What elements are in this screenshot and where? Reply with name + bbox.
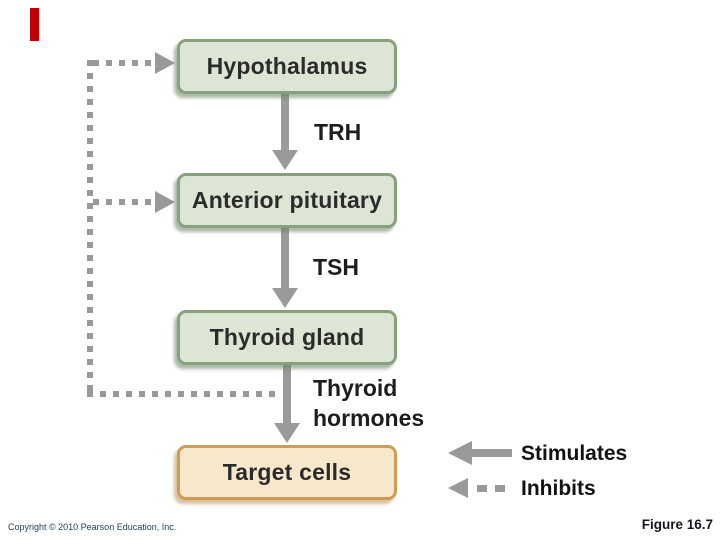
figure-number-label: Figure 16.7 (641, 517, 713, 532)
node-target-cells: Target cells (177, 445, 397, 500)
feedback-dashed-line-to-hypothalamus (93, 60, 155, 66)
feedback-dashed-line-to-anterior-pituitary (93, 199, 155, 205)
red-accent-bar (30, 8, 39, 41)
legend-solid-arrow-icon (448, 441, 472, 465)
dashed-arrowhead-anterior-pituitary-icon (155, 191, 175, 213)
node-target-cells-label: Target cells (222, 459, 352, 485)
legend-dash-segment (495, 485, 505, 492)
arrowhead-down-icon (272, 150, 298, 170)
legend-solid-arrow-shaft (470, 449, 512, 457)
arrow-thyroid-gland-to-target-cells (283, 361, 291, 424)
node-thyroid-gland: Thyroid gland (177, 310, 397, 365)
node-thyroid-gland-label: Thyroid gland (209, 324, 365, 350)
hormone-label-trh: TRH (314, 119, 362, 145)
node-hypothalamus: Hypothalamus (177, 39, 397, 94)
hormone-label-thyroid-hormones: Thyroid hormones (313, 375, 425, 431)
node-anterior-pituitary-label: Anterior pituitary (191, 187, 383, 213)
dashed-arrowhead-hypothalamus-icon (155, 52, 175, 74)
arrow-anterior-pituitary-to-thyroid-gland (281, 226, 289, 289)
copyright-text: Copyright © 2010 Pearson Education, Inc. (8, 522, 177, 532)
legend-stimulates-label: Stimulates (521, 442, 628, 465)
legend-inhibits-label: Inhibits (521, 477, 596, 500)
arrowhead-down-icon (274, 423, 300, 443)
node-anterior-pituitary: Anterior pituitary (177, 173, 397, 228)
legend-dash-segment (477, 485, 487, 492)
arrowhead-down-icon (272, 288, 298, 308)
legend-dashed-arrow-icon (448, 478, 468, 498)
node-hypothalamus-label: Hypothalamus (206, 53, 368, 79)
feedback-dashed-line-from-thyroid-hormones (87, 391, 280, 397)
hormone-label-tsh: TSH (313, 254, 359, 280)
feedback-dashed-line-vertical (87, 60, 93, 397)
arrow-hypothalamus-to-anterior-pituitary (281, 93, 289, 151)
